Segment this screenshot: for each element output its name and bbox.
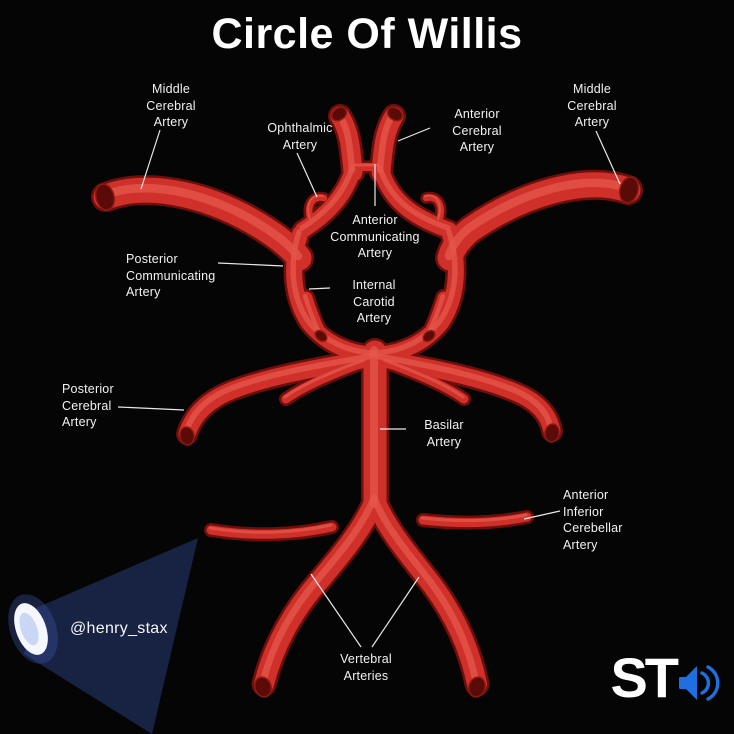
leader-line [310,573,362,648]
vessel-segment [281,357,370,404]
vessel-segment [100,183,303,261]
label-middle-cerebral-artery-right: Middle Cerebral Artery [567,82,617,129]
artery-vessels [100,110,632,686]
vessel-segment [423,194,441,221]
vessel-segment [183,353,374,435]
label-middle-cerebral-artery-left: Middle Cerebral Artery [146,82,196,129]
st-logo-text: ST [610,646,679,709]
vessel-segment [259,494,378,686]
leader-line [371,576,420,648]
vessel-opening [254,676,272,698]
vessel-opening [468,676,486,698]
artery-vessels [93,106,641,694]
leader-line [595,130,621,185]
vessel-segment [302,293,322,335]
leader-line [397,127,431,142]
leader-line [296,152,318,198]
vessel-opening [544,423,560,443]
vessel-segment [374,353,554,432]
label-anterior-inferior-cerebellar-artery: Anterior Inferior Cerebellar Artery [563,488,623,552]
vessel-segment [206,522,337,539]
watermark-handle: @henry_stax [70,620,168,637]
leader-line [217,262,284,267]
vessel-opening [618,176,640,204]
label-posterior-cerebral-artery: Posterior Cerebral Artery [62,382,114,429]
label-vertebral-arteries: Vertebral Arteries [340,652,392,683]
label-anterior-cerebral-artery: Anterior Cerebral Artery [452,107,502,154]
st-logo: ST [610,650,720,706]
leader-line [523,510,561,520]
label-ophthalmic-artery: Ophthalmic Artery [267,121,333,152]
vessel-opening [314,329,328,343]
vessel-segment [283,358,366,399]
vessel-segment [370,494,480,686]
leader-lines [117,127,621,648]
vessel-opening [386,106,404,122]
vessel-opening [179,426,195,446]
label-anterior-communicating-artery: Anterior Communicating Artery [330,213,420,260]
vessel-segment [208,523,333,534]
label-internal-carotid-artery: Internal Carotid Artery [352,278,396,325]
vessel-end-caps [94,106,640,698]
leader-line [140,129,161,190]
vessel-segment [299,165,355,231]
label-posterior-communicating-artery: Posterior Communicating Artery [126,252,216,299]
speaker-icon [679,665,720,701]
sound-wave-outer [706,665,720,701]
label-basilar-artery: Basilar Artery [424,418,464,449]
vessel-segment [418,512,532,528]
leader-line [308,287,331,290]
vessel-segment [307,194,325,221]
flashlight-icon [8,538,198,734]
sound-wave-inner [700,671,711,695]
vessel-segment [420,513,528,523]
vessel-opening [422,329,436,343]
leader-line [117,406,185,411]
vessel-segment [382,358,465,399]
page-title: Circle Of Willis [211,10,523,58]
vessel-segment [290,229,377,356]
vessel-segment [377,165,451,231]
vessel-segment [371,229,458,356]
vessel-opening [330,106,348,122]
vessel-segment [426,293,446,335]
vessel-opening [94,183,116,211]
